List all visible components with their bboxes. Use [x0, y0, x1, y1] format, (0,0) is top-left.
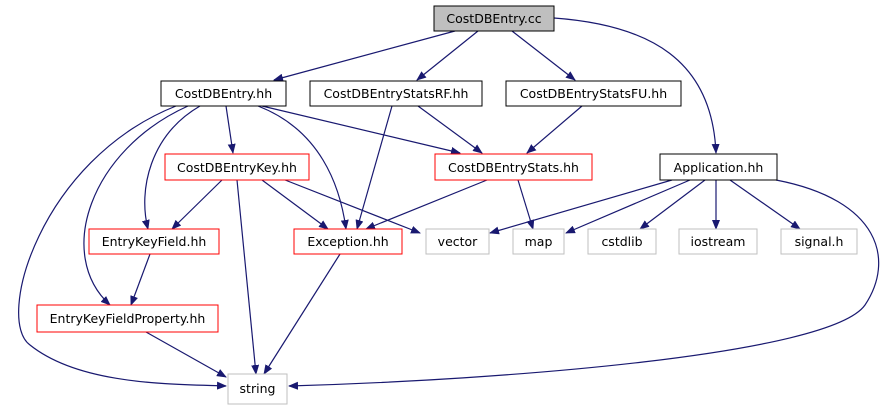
edge-costdbentry-to-stats — [261, 105, 461, 155]
node-cstdlib-label: cstdlib — [601, 234, 642, 249]
edge-costdbentry-to-property — [83, 105, 189, 306]
edge-application-to-signal — [729, 179, 801, 230]
node-costdbentrystatsfu-hh-label: CostDBEntryStatsFU.hh — [520, 86, 667, 101]
edge-key-to-entrykeyfield — [171, 179, 223, 230]
edge-cc-to-application — [553, 17, 720, 154]
node-entrykeyfield-hh-label: EntryKeyField.hh — [102, 234, 207, 249]
node-application-hh-label: Application.hh — [674, 160, 764, 175]
node-vector-label: vector — [438, 234, 479, 249]
edge-application-to-vector — [489, 179, 673, 235]
node-entrykeyfieldproperty-hh-label: EntryKeyFieldProperty.hh — [50, 311, 206, 326]
node-entrykeyfieldproperty-hh[interactable]: EntryKeyFieldProperty.hh — [36, 304, 219, 333]
edge-exception-to-string — [263, 253, 341, 375]
node-exception-hh[interactable]: Exception.hh — [293, 228, 403, 255]
node-costdbentrystats-hh-label: CostDBEntryStats.hh — [448, 160, 579, 175]
node-map[interactable]: map — [512, 228, 565, 255]
node-map-label: map — [525, 234, 553, 249]
edge-entrykeyfield-to-property — [130, 253, 151, 306]
edge-key-to-vector — [279, 177, 421, 234]
node-costdbentry-cc[interactable]: CostDBEntry.cc — [433, 5, 555, 32]
edge-application-to-string — [288, 179, 880, 390]
node-costdbentry-hh-label: CostDBEntry.hh — [175, 86, 272, 101]
edge-stats-to-exception — [365, 179, 488, 230]
edge-costdbentry-to-entrykeyfield — [141, 105, 201, 230]
node-iostream[interactable]: iostream — [678, 228, 758, 255]
edge-statsrf-to-stats — [417, 105, 483, 154]
node-costdbentrykey-hh-label: CostDBEntryKey.hh — [177, 160, 297, 175]
node-exception-hh-label: Exception.hh — [307, 234, 388, 249]
edge-application-to-cstdlib — [639, 179, 706, 230]
node-costdbentrystatsrf-hh[interactable]: CostDBEntryStatsRF.hh — [309, 80, 483, 107]
edge-key-to-string — [236, 179, 260, 375]
edge-key-to-exception — [261, 179, 329, 230]
node-entrykeyfield-hh[interactable]: EntryKeyField.hh — [88, 228, 220, 255]
edge-costdbentry-to-key — [225, 105, 236, 154]
edge-statsrf-to-exception — [355, 105, 393, 230]
node-cstdlib[interactable]: cstdlib — [587, 228, 657, 255]
node-costdbentry-cc-label: CostDBEntry.cc — [446, 11, 541, 26]
node-costdbentrykey-hh[interactable]: CostDBEntryKey.hh — [164, 153, 310, 181]
edge-cc-to-statsrf — [416, 30, 479, 81]
edge-statsfu-to-stats — [526, 105, 583, 154]
node-costdbentry-hh[interactable]: CostDBEntry.hh — [160, 80, 287, 107]
node-iostream-label: iostream — [691, 234, 746, 249]
edge-cc-to-statsfu — [511, 30, 576, 81]
node-costdbentrystatsrf-hh-label: CostDBEntryStatsRF.hh — [324, 86, 469, 101]
node-application-hh[interactable]: Application.hh — [659, 153, 778, 181]
node-costdbentrystatsfu-hh[interactable]: CostDBEntryStatsFU.hh — [505, 80, 682, 107]
node-string-label: string — [240, 381, 276, 396]
edges — [18, 17, 880, 390]
edge-application-to-map — [565, 179, 691, 234]
edge-cc-to-costdbentry-hh — [273, 30, 456, 82]
edge-property-to-string — [145, 331, 227, 378]
edge-costdbentry-to-exception — [257, 105, 349, 230]
node-costdbentrystats-hh[interactable]: CostDBEntryStats.hh — [434, 153, 593, 181]
node-signal-h[interactable]: signal.h — [780, 228, 858, 255]
node-vector[interactable]: vector — [425, 228, 490, 255]
node-signal-h-label: signal.h — [795, 234, 844, 249]
node-string[interactable]: string — [227, 373, 288, 405]
edge-costdbentry-to-string — [18, 105, 227, 390]
